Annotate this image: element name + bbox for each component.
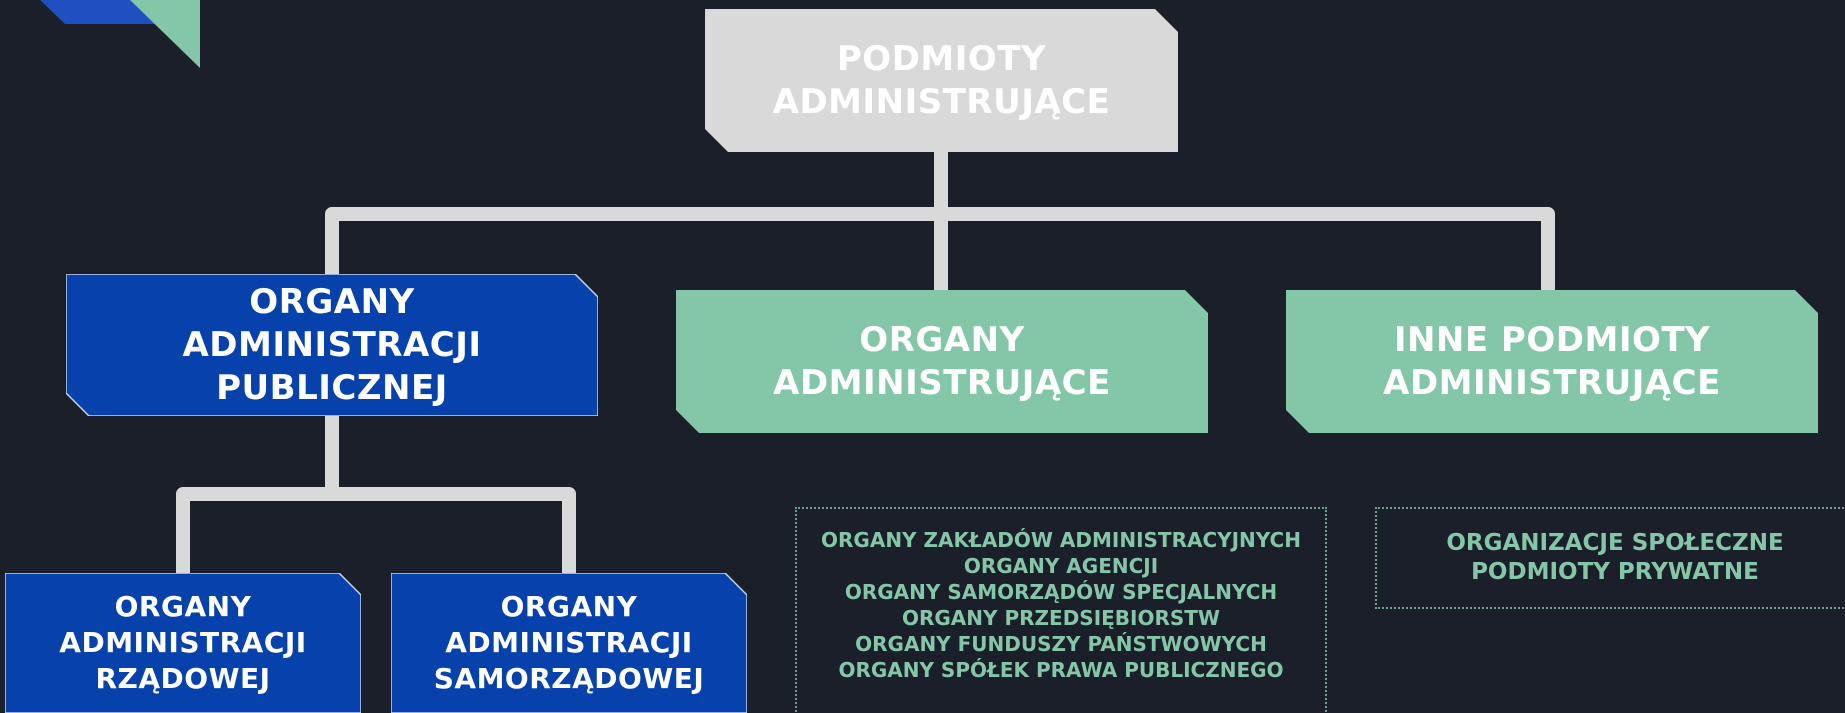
list-item: PODMIOTY PRYWATNE	[1471, 559, 1759, 585]
list-item: ORGANY SPÓŁEK PRAWA PUBLICZNEGO	[838, 658, 1284, 682]
node-organy-administracji-publicznej: ORGANY ADMINISTRACJI PUBLICZNEJ	[66, 274, 598, 416]
node-label: PODMIOTY ADMINISTRUJĄCE	[772, 38, 1111, 122]
node-shape	[66, 274, 598, 416]
connector-root-to-level1	[325, 150, 1555, 290]
list-item: ORGANY SAMORZĄDÓW SPECJALNYCH	[844, 580, 1278, 604]
list-item: ORGANY ZAKŁADÓW ADMINISTRACYJNYCH	[821, 528, 1301, 552]
node-inne-podmioty-administrujace: INNE PODMIOTY ADMINISTRUJĄCE	[1286, 290, 1818, 433]
node-shape	[5, 573, 361, 713]
list-organy-administrujace: ORGANY ZAKŁADÓW ADMINISTRACYJNYCH ORGANY…	[795, 507, 1327, 713]
list-item: ORGANY PRZEDSIĘBIORSTW	[901, 606, 1220, 630]
node-shape	[705, 9, 1178, 152]
node-label: INNE PODMIOTY ADMINISTRUJĄCE	[1383, 319, 1721, 403]
node-organy-administracji-rzadowej: ORGANY ADMINISTRACJI RZĄDOWEJ	[5, 573, 361, 713]
node-shape	[1286, 290, 1818, 433]
node-shape	[391, 573, 747, 713]
list-item: ORGANIZACJE SPOŁECZNE	[1446, 530, 1784, 556]
list-inne-podmioty: ORGANIZACJE SPOŁECZNE PODMIOTY PRYWATNE	[1375, 507, 1845, 609]
list-item: ORGANY FUNDUSZY PAŃSTWOWYCH	[855, 632, 1267, 656]
node-organy-administrujace: ORGANY ADMINISTRUJĄCE	[676, 290, 1208, 433]
logo-green-shape	[130, 0, 200, 68]
logo-blue-shape	[40, 0, 155, 24]
node-label: ORGANY ADMINISTRACJI PUBLICZNEJ	[182, 281, 482, 408]
list-item: ORGANY AGENCJI	[963, 554, 1159, 578]
node-label: ORGANY ADMINISTRACJI RZĄDOWEJ	[59, 590, 307, 695]
corner-logo-icon	[40, 0, 200, 68]
node-label: ORGANY ADMINISTRACJI SAMORZĄDOWEJ	[433, 590, 705, 695]
node-podmioty-administrujace: PODMIOTY ADMINISTRUJĄCE	[705, 9, 1178, 152]
node-label: ORGANY ADMINISTRUJĄCE	[773, 319, 1111, 403]
node-shape	[676, 290, 1208, 433]
connector-public-to-level2	[176, 415, 576, 575]
node-organy-administracji-samorzadowej: ORGANY ADMINISTRACJI SAMORZĄDOWEJ	[391, 573, 747, 713]
